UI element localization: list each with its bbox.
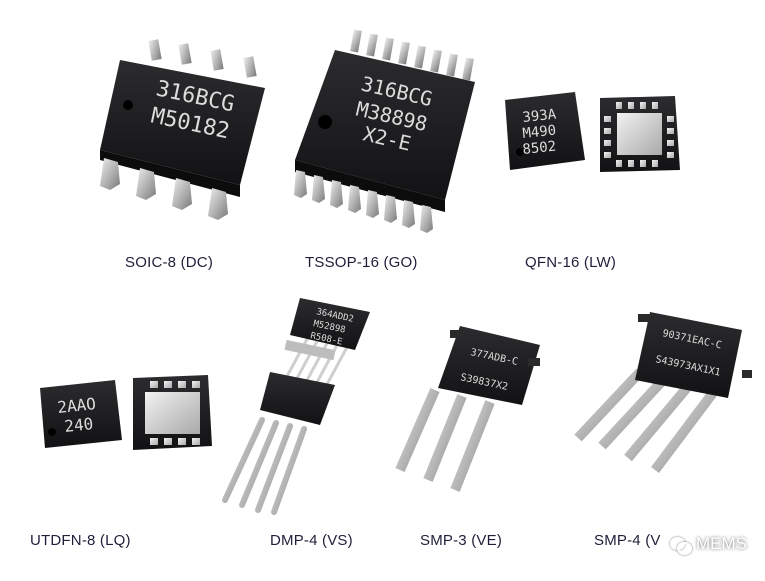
label-dmp4: DMP-4 (VS) — [270, 532, 353, 549]
label-tssop16: TSSOP-16 (GO) — [305, 254, 418, 271]
label-smp4: SMP-4 (V — [594, 532, 661, 549]
dmp4-chip: 364ADD2 M52898 R508-E — [222, 298, 370, 515]
qfn16-marking-1: 393A — [522, 106, 558, 125]
watermark-text: MEMS — [696, 534, 747, 553]
watermark: MEMS — [670, 534, 747, 555]
qfn16-marking-3: 8502 — [522, 139, 557, 158]
label-qfn16: QFN-16 (LW) — [525, 254, 617, 271]
smp4-chip: 90371EAC-C S43973AX1X1 — [574, 312, 752, 473]
tssop16-chip: 316BCG M38898 X2-E — [294, 29, 475, 233]
qfn16-marking-2: M490 — [522, 123, 557, 142]
label-soic8: SOIC-8 (DC) — [125, 254, 214, 271]
utdfn8-top-chip: 2AAO 240 — [40, 380, 122, 448]
label-smp3: SMP-3 (VE) — [420, 532, 503, 549]
wechat-icon — [670, 535, 692, 555]
qfn16-top-chip: 393A M490 8502 — [505, 92, 585, 170]
smp3-chip: 377ADB-C S39837X2 — [395, 326, 540, 492]
qfn16-bottom-chip — [600, 96, 680, 172]
utdfn8-marking-1: 2AAO — [56, 394, 96, 417]
soic8-chip: 316BCG M50182 — [100, 39, 265, 220]
utdfn8-marking-2: 240 — [63, 414, 94, 436]
label-utdfn8: UTDFN-8 (LQ) — [30, 532, 131, 549]
utdfn8-bottom-chip — [133, 375, 212, 450]
